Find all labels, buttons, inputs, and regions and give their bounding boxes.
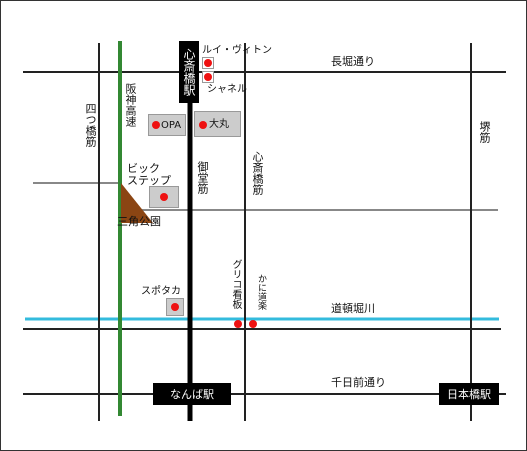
sankaku-koen-shape bbox=[121, 183, 153, 223]
sakai-road-label: 堺筋 bbox=[478, 121, 491, 143]
daimaru-label: 大丸 bbox=[209, 119, 229, 130]
midosuji-road-label: 御堂筋 bbox=[196, 161, 209, 194]
louis-vuitton-marker[interactable] bbox=[204, 59, 212, 67]
shinsaibashi-station[interactable]: 心斎橋駅 bbox=[179, 41, 199, 103]
sankaku-koen-label: 三角公園 bbox=[117, 215, 161, 228]
glico-marker[interactable] bbox=[234, 320, 242, 328]
big-step-marker[interactable] bbox=[160, 193, 168, 201]
big-step-label: ビック ステップ bbox=[127, 162, 171, 187]
yotsuhashi-road-label: 四つ橋筋 bbox=[84, 103, 97, 147]
chanel-marker[interactable] bbox=[204, 73, 212, 81]
kani-doraku-marker[interactable] bbox=[249, 320, 257, 328]
nipponbashi-station[interactable]: 日本橋駅 bbox=[439, 383, 499, 405]
spotaka-label: スポタカ bbox=[141, 286, 181, 297]
shinsaibashi-suji-label: 心斎橋筋 bbox=[251, 151, 264, 195]
hanshin-expressway-label: 阪神高速 bbox=[124, 83, 137, 127]
dotonbori-river-label: 道頓堀川 bbox=[331, 302, 375, 315]
sennichimae-road-label: 千日前通り bbox=[331, 376, 386, 389]
kani-doraku-label: かに道楽 bbox=[256, 274, 266, 310]
spotaka-marker[interactable] bbox=[171, 303, 179, 311]
namba-station[interactable]: なんば駅 bbox=[153, 383, 231, 405]
opa-building bbox=[148, 114, 186, 136]
glico-label: グリコ看板 bbox=[230, 259, 241, 309]
opa-label: OPA bbox=[161, 120, 182, 131]
daimaru-marker[interactable] bbox=[199, 121, 207, 129]
opa-marker[interactable] bbox=[152, 121, 160, 129]
louis-vuitton-label: ルイ・ヴィトン bbox=[202, 45, 272, 56]
chanel-label: シャネル bbox=[207, 84, 247, 95]
nagahori-road-label: 長堀通り bbox=[331, 55, 375, 68]
